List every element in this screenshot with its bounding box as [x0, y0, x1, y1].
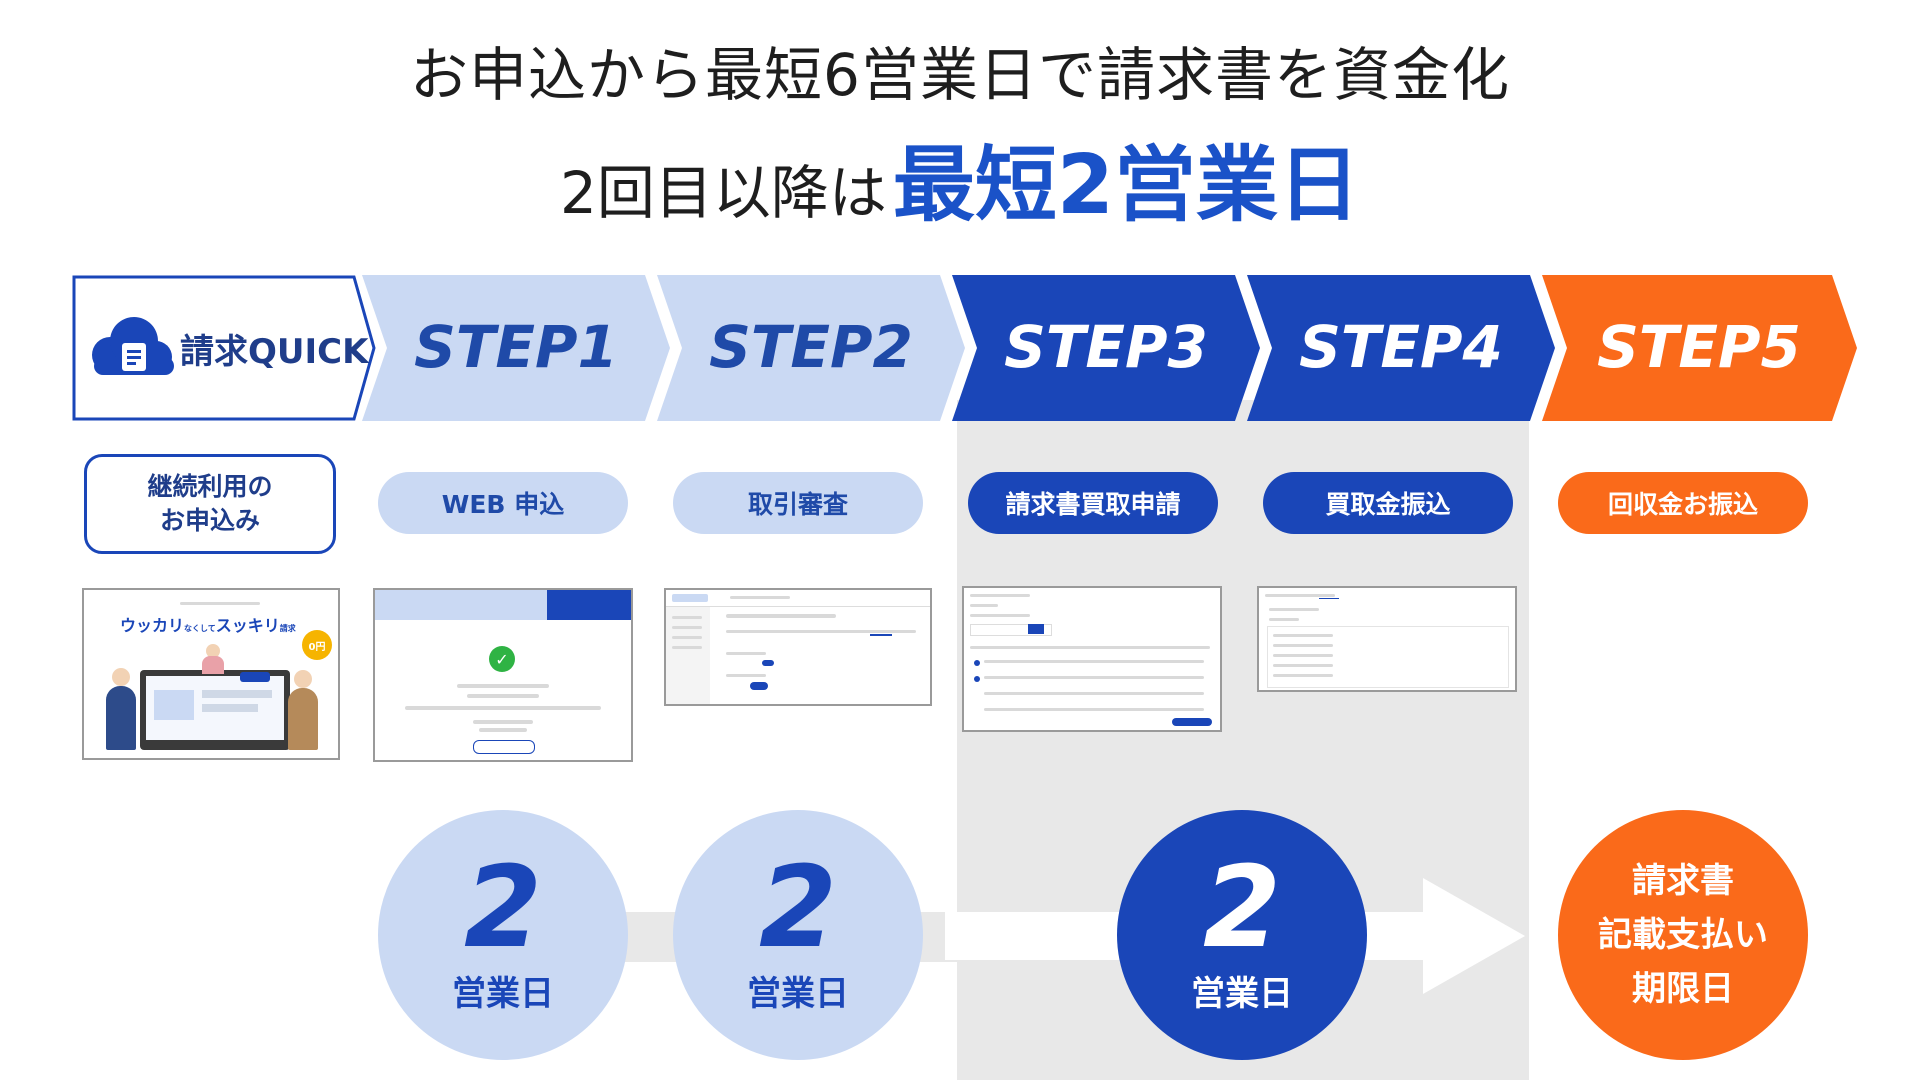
step2-chevron [657, 275, 965, 421]
step3-label: STEP3 [1004, 313, 1208, 381]
check-icon: ✓ [489, 646, 515, 672]
final-line-2: 記載支払い [1598, 915, 1768, 955]
person-illustration-right [288, 688, 318, 750]
step34-duration-unit: 営業日 [1191, 973, 1293, 1014]
brand-chevron [72, 275, 376, 421]
intro-line-1: 継続利用の [147, 472, 273, 501]
step34-duration-circle: 2 営業日 [1117, 810, 1367, 1060]
step2-screen-thumbnail [664, 588, 932, 706]
step1-label: STEP1 [414, 313, 618, 381]
intro-line-2: お申込み [159, 506, 260, 535]
promo-catch-small-a: なくして [184, 624, 216, 633]
step4-action-pill: 買取金振込 [1263, 472, 1513, 534]
step2-label: STEP2 [709, 313, 913, 381]
step1-action-pill: WEB 申込 [378, 472, 628, 534]
step5-chevron [1542, 275, 1857, 421]
cloud-icon [92, 317, 174, 375]
promo-catch-a: ウッカリ [120, 616, 185, 635]
step1-duration-number: 2 [464, 842, 542, 973]
step2-action-pill: 取引審査 [673, 472, 923, 534]
step3-action-pill: 請求書買取申請 [968, 472, 1218, 534]
final-line-1: 請求書 [1632, 861, 1734, 901]
promo-thumbnail: ウッカリなくしてスッキリ請求 0円 [82, 588, 340, 760]
person-illustration-left [106, 686, 136, 750]
step1-screen-thumbnail: ✓ [373, 588, 633, 762]
step3-screen-thumbnail [962, 586, 1222, 732]
brand-name: 請求QUICK [180, 332, 370, 372]
step2-duration-circle: 2 営業日 [673, 810, 923, 1060]
step34-duration-number: 2 [1203, 842, 1281, 973]
headline-accent: 最短2営業日 [892, 138, 1360, 233]
step5-label: STEP5 [1597, 313, 1801, 381]
promo-catch-small-b: 請求 [279, 624, 296, 633]
step1-chevron [362, 275, 670, 421]
headline-line-2: 2回目以降は最短2営業日 [0, 118, 1920, 237]
intro-box: 継続利用の お申込み [84, 454, 336, 554]
step2-duration-number: 2 [759, 842, 837, 973]
step-chevron-bar: 請求QUICK STEP1 STEP2 STEP3 STEP4 STEP5 [72, 275, 1857, 421]
headline-line-1: お申込から最短6営業日で請求書を資金化 [410, 41, 1510, 109]
step5-action-pill: 回収金お振込 [1558, 472, 1808, 534]
step2-duration-unit: 営業日 [747, 973, 849, 1014]
headline-lead: 2回目以降は [560, 159, 887, 227]
final-deadline-circle: 請求書 記載支払い 期限日 [1558, 810, 1808, 1060]
price-badge: 0円 [302, 630, 332, 660]
step4-label: STEP4 [1299, 313, 1503, 381]
step1-duration-circle: 2 営業日 [378, 810, 628, 1060]
step4-chevron [1247, 275, 1555, 421]
final-line-3: 期限日 [1632, 969, 1734, 1009]
step1-duration-unit: 営業日 [452, 973, 554, 1014]
step3-chevron [952, 275, 1260, 421]
laptop-illustration [140, 670, 290, 750]
step4-screen-thumbnail [1257, 586, 1517, 692]
promo-catch-b: スッキリ [215, 616, 280, 635]
